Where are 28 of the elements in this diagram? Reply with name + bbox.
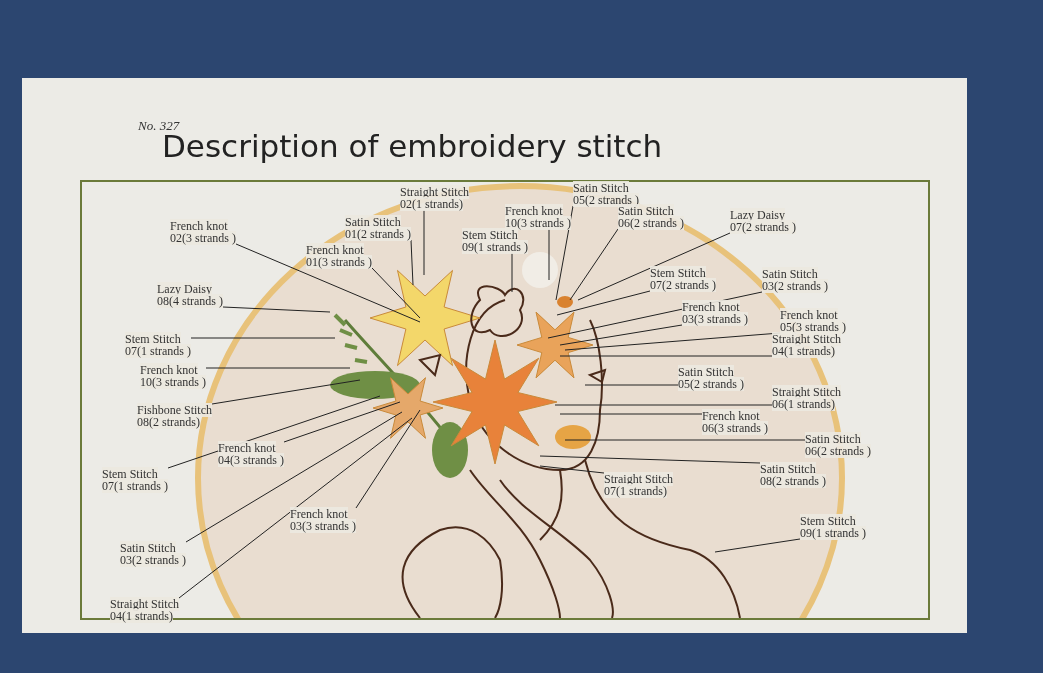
leader-line — [539, 465, 605, 474]
leader-line — [283, 401, 401, 443]
leader-line — [178, 417, 413, 599]
leader-line — [556, 290, 651, 316]
leader-line — [410, 239, 414, 286]
leader-line — [559, 413, 703, 415]
leader-line — [564, 439, 806, 441]
leader-line — [559, 355, 773, 357]
leader-line — [554, 404, 773, 406]
leader-line — [355, 409, 421, 509]
leader-line — [185, 411, 403, 543]
leader-line — [222, 306, 331, 313]
leader-line — [511, 252, 513, 293]
leader-line — [569, 228, 619, 301]
leader-line — [584, 384, 679, 386]
leader-line — [423, 209, 425, 276]
leader-line — [577, 232, 731, 301]
leader-line — [205, 367, 351, 369]
leader-line — [211, 379, 361, 405]
leader-line — [190, 337, 336, 339]
leader-line — [559, 324, 683, 346]
kit-number: No. 327 — [138, 118, 180, 134]
leader-line — [235, 243, 421, 323]
leader-line — [555, 205, 574, 301]
leader-line — [714, 538, 801, 553]
leader-line — [371, 267, 421, 319]
leader-line — [548, 228, 550, 281]
leader-line — [539, 455, 761, 464]
